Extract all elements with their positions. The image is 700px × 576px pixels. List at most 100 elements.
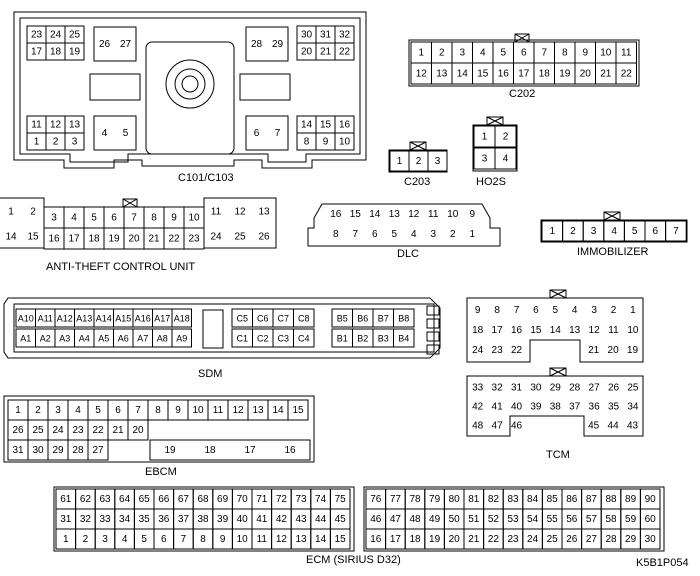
- ebcm-pin-label: 5: [95, 405, 101, 416]
- c101-tm-pin-label: 27: [120, 39, 132, 50]
- dlc-pin-label: 4: [411, 229, 417, 240]
- ecm-left-pin-label: 1: [63, 534, 69, 545]
- ecm-left-pin-label: 31: [60, 514, 72, 525]
- c202-latch: [514, 33, 530, 43]
- sdm-a-pin-label: A11: [38, 314, 53, 324]
- c101-tm-pin-label: 26: [99, 39, 111, 50]
- ebcm-pin-label: 30: [32, 445, 44, 456]
- c101-brm-block: [245, 115, 289, 151]
- antitheft-label: ANTI-THEFT CONTROL UNIT: [46, 261, 196, 273]
- tcm-a-pin-label: 23: [492, 345, 504, 356]
- sdm-side-tab: [426, 305, 440, 316]
- c101-br-pin-label: 9: [323, 137, 329, 148]
- ecm-right-pin-label: 88: [605, 494, 617, 505]
- antitheft-latch-cross: [122, 198, 138, 208]
- ecm-left-pin-label: 15: [335, 534, 347, 545]
- tcm-upper-latch: [549, 289, 567, 299]
- antitheft-right-housing: [203, 197, 277, 249]
- sdm-a-pin-label: A12: [57, 314, 73, 324]
- ecm-left-pin-label: 10: [237, 534, 249, 545]
- tcm-lower-latch: [549, 367, 567, 377]
- dlc-pin-label: 11: [428, 209, 439, 220]
- ecm-left-pin-label: 2: [83, 534, 89, 545]
- sdm-c-pin-label: C7: [277, 314, 289, 324]
- c203-latch: [409, 141, 427, 151]
- ho2s-pin-label: 3: [482, 154, 488, 165]
- sdm-c-pin-label: C8: [298, 314, 310, 324]
- tcm-a-pin-label: 5: [553, 305, 559, 316]
- c101-bl-pin-label: 2: [53, 137, 59, 148]
- c202-label: C202: [509, 88, 536, 100]
- ecm-right-pin-label: 77: [390, 494, 402, 505]
- tcm-a-pin-label: 10: [627, 325, 639, 336]
- ecm-left-pin-label: 7: [181, 534, 187, 545]
- c202-pin-label: 13: [436, 69, 448, 80]
- ecm-left-pin-label: 62: [80, 494, 92, 505]
- ecm-right-pin-label: 46: [370, 514, 382, 525]
- ecm-right-pin-label: 58: [605, 514, 617, 525]
- c101-tl-pin-label: 19: [69, 47, 81, 58]
- ecm-right-pin-label: 29: [625, 534, 637, 545]
- c101-housing: [13, 11, 367, 169]
- ebcm-pin-label: 6: [115, 405, 121, 416]
- c202-housing: [408, 39, 640, 87]
- ecm-right-pin-label: 85: [547, 494, 559, 505]
- immobilizer-pin-label: 3: [591, 226, 597, 237]
- sdm-c-pin-label: C5: [236, 314, 248, 324]
- c202-pin-label: 16: [498, 69, 510, 80]
- ecm-left-pin-label: 69: [217, 494, 229, 505]
- tcm-a-pin-label: 22: [511, 345, 523, 356]
- ecm-right-pin-label: 16: [370, 534, 382, 545]
- c101-tl-pin-label: 18: [50, 47, 62, 58]
- antitheft-mid-pin-label: 16: [48, 234, 60, 245]
- c101-tr-pin-label: 20: [301, 47, 313, 58]
- tcm-b-pin-label: 27: [589, 383, 601, 394]
- ecm-left-pin-label: 12: [276, 534, 288, 545]
- sdm-a-pin-cell: [171, 308, 192, 328]
- ecm-right-pin-label: 81: [468, 494, 480, 505]
- tcm-b-pin-label: 37: [569, 402, 581, 413]
- ebcm-pin-label: 26: [12, 425, 24, 436]
- ecm-right-pin-label: 60: [645, 514, 657, 525]
- ecm-left-pin-label: 34: [119, 514, 131, 525]
- tcm-b-pin-label: 26: [608, 383, 620, 394]
- immobilizer-pin-label: 7: [673, 226, 679, 237]
- antitheft-mid-pin-label: 17: [68, 234, 80, 245]
- ecm-right-pin-label: 80: [449, 494, 461, 505]
- antitheft-mid-pin-label: 23: [188, 234, 200, 245]
- ecm-left-pin-label: 39: [217, 514, 229, 525]
- sdm-b-pin-label: B5: [337, 314, 348, 324]
- sdm-b-pin-label: B4: [398, 334, 409, 344]
- sdm-a-pin-label: A8: [157, 334, 168, 344]
- antitheft-left-pin-label: 15: [27, 232, 39, 243]
- tcm-a-pin-label: 2: [611, 305, 617, 316]
- tcm-a-pin-label: 14: [550, 325, 562, 336]
- ecm-right-pin-label: 18: [409, 534, 421, 545]
- c202-pin-label: 17: [518, 69, 530, 80]
- dlc-pin-label: 16: [330, 209, 342, 220]
- ebcm-pin-cell: [87, 439, 109, 461]
- c101-tl-pin-label: 24: [50, 30, 62, 41]
- ecm-left-pin-label: 36: [158, 514, 170, 525]
- ecm-right-pin-label: 27: [586, 534, 598, 545]
- ecm-left-pin-label: 37: [178, 514, 190, 525]
- antitheft-mid-pin-label: 18: [88, 234, 100, 245]
- dlc-pin-label: 7: [352, 229, 358, 240]
- sdm-a-pin-label: A10: [18, 314, 34, 324]
- c101-bolt-inner: [181, 75, 199, 93]
- ecm-left-pin-label: 68: [197, 494, 209, 505]
- c101-tr-pin-label: 32: [339, 30, 351, 41]
- sdm-c-pin-label: C4: [298, 334, 310, 344]
- ho2s-latch-cross: [486, 116, 504, 126]
- tcm-b-pin-label: 25: [627, 383, 639, 394]
- tcm-b-pin-label: 36: [589, 402, 601, 413]
- ebcm-pin-label: 2: [35, 405, 41, 416]
- ebcm-housing: [3, 395, 315, 463]
- tcm-b-pin-label: 34: [627, 402, 639, 413]
- antitheft-left-pin-label: 1: [8, 207, 14, 218]
- sdm-b-pin-cell: [393, 328, 415, 348]
- c202-latch-cross: [514, 33, 530, 43]
- c101-bm-pin-label: 4: [102, 128, 108, 139]
- c101-tr-pin-cell: [334, 42, 355, 61]
